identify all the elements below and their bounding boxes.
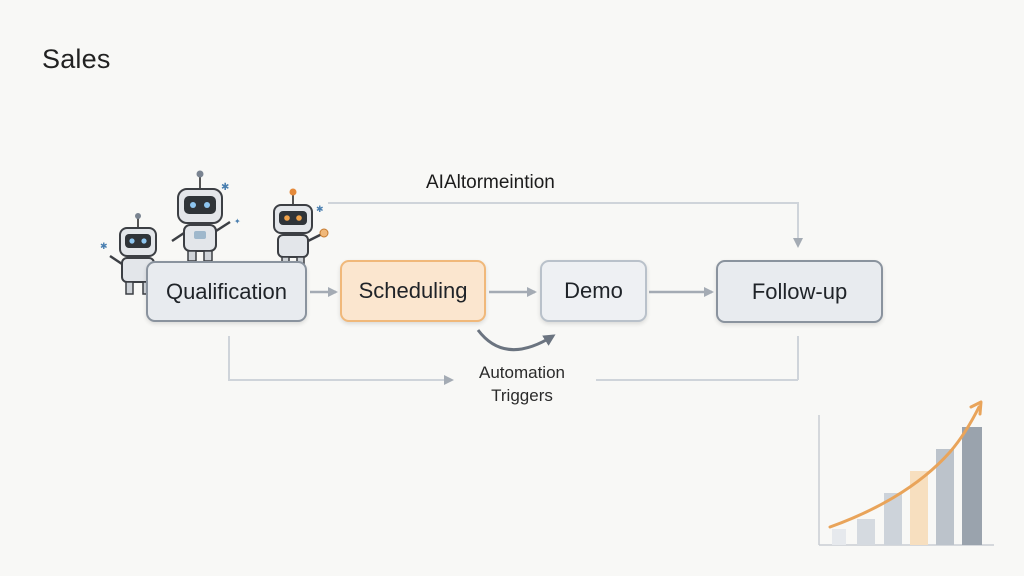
robot-icon: ✱ ✦	[171, 170, 241, 262]
automation-triggers-label: Automation Triggers	[462, 361, 582, 407]
stage-scheduling[interactable]: Scheduling	[340, 260, 486, 322]
triggers-line-2: Triggers	[491, 386, 553, 405]
svg-text:✱: ✱	[100, 242, 108, 252]
stage-qualification[interactable]: Qualification	[146, 261, 307, 322]
svg-text:✱: ✱	[221, 182, 229, 193]
stage-demo[interactable]: Demo	[540, 260, 647, 322]
triggers-line-1: Automation	[479, 363, 565, 382]
stage-follow-up[interactable]: Follow-up	[716, 260, 883, 323]
chart-bar	[857, 519, 875, 545]
page-title: Sales	[42, 44, 111, 74]
curved-trigger-arrow	[476, 329, 556, 351]
bottom-loop-left	[228, 336, 454, 385]
chart-bar	[936, 449, 954, 545]
stage-label: Qualification	[165, 278, 288, 304]
chart-trend-line	[828, 405, 981, 529]
chart-bar	[884, 493, 902, 545]
stage-label: Scheduling	[358, 278, 468, 303]
svg-text:✦: ✦	[234, 217, 241, 226]
growth-chart-icon	[818, 400, 994, 546]
stage-label: Demo	[564, 278, 623, 303]
chart-bar	[832, 529, 846, 545]
stage-label: Follow-up	[751, 278, 848, 304]
chart-bar	[962, 427, 982, 545]
automation-banner: AIAltormeintion	[426, 172, 555, 193]
robot-icon-orange: ✱	[273, 188, 329, 266]
chart-bar	[910, 471, 928, 545]
svg-text:✱: ✱	[316, 205, 324, 215]
top-loop-connector	[328, 202, 803, 248]
